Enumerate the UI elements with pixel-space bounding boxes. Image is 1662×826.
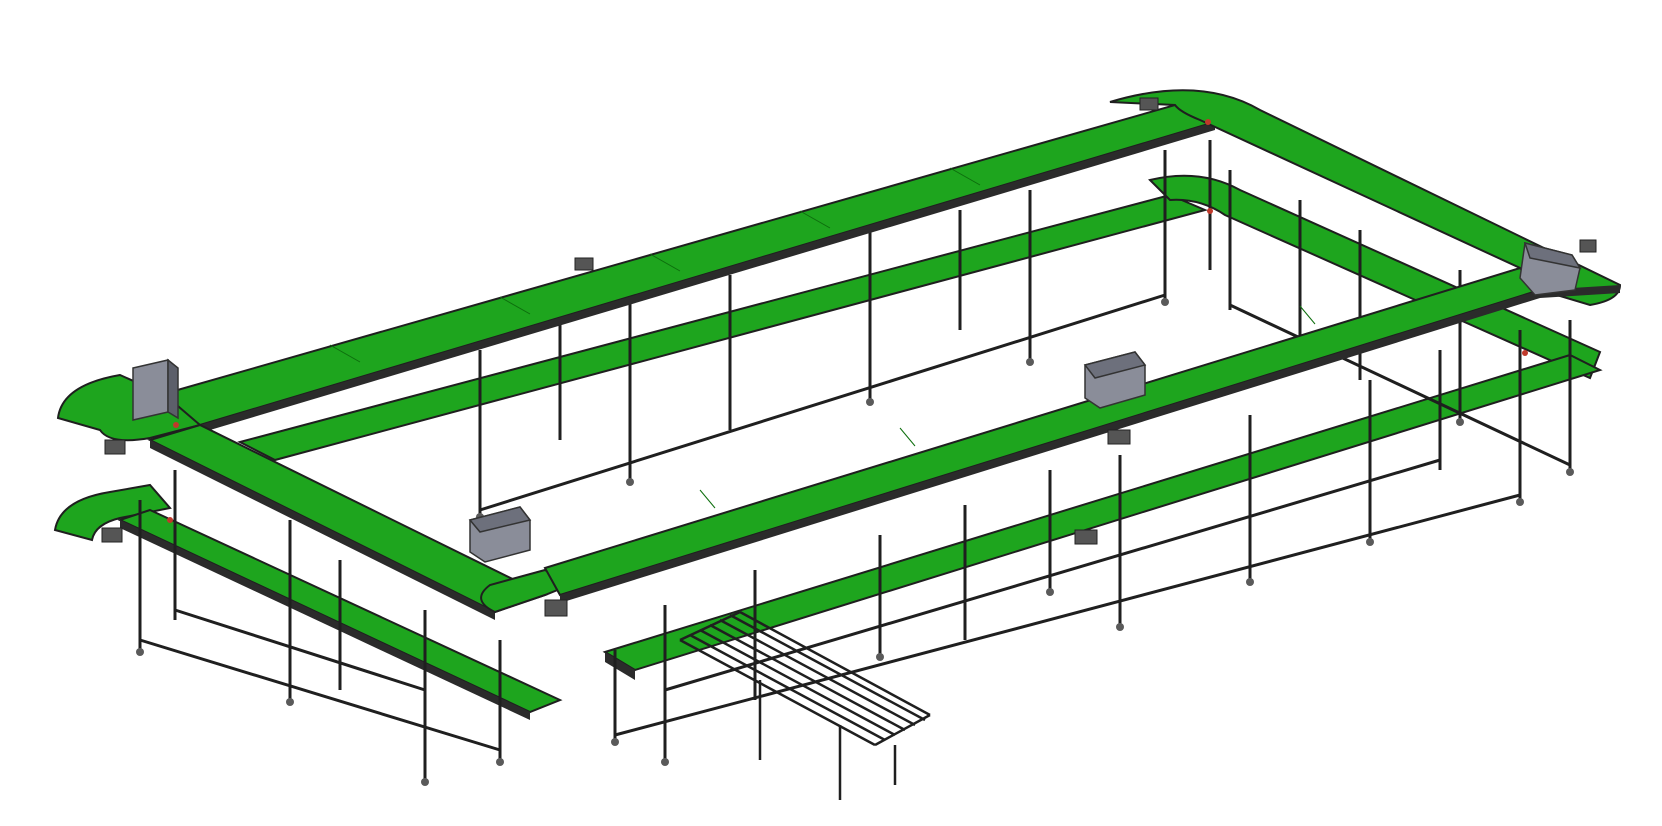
upper-belt-supports [329,167,1316,509]
upper-back-belt [157,103,1218,427]
collection-bin [132,358,179,421]
lower-conveyor-loop [53,174,1603,720]
lower-front-rail [605,652,635,680]
collection-bin [1519,241,1582,296]
upper-front-rail [560,290,1540,603]
lower-left-curve [53,483,172,542]
collection-bin [1083,351,1147,409]
collection-bin [468,506,532,563]
upper-right-curve [1109,89,1622,307]
lower-right-curve [1148,174,1602,380]
sensor-icon [167,119,1528,523]
lower-left-rail [120,520,530,720]
drive-motor-icon [101,97,1597,617]
gravity-roller-ramp [679,610,931,800]
upper-back-rail [200,122,1215,433]
upper-conveyor-loop [56,89,1622,620]
upper-left-rail [150,440,495,620]
upper-right-rail [1540,285,1620,298]
support-frame [138,140,1572,780]
